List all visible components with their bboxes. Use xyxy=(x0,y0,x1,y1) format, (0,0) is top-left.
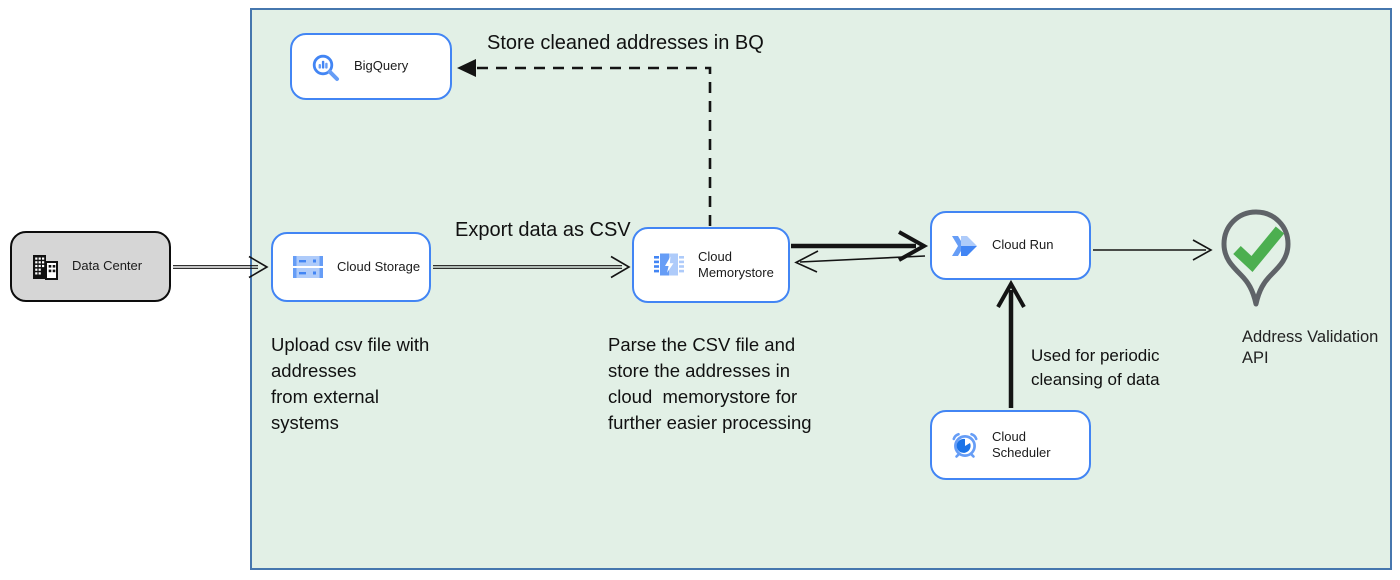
annotation-periodic-cleansing[interactable]: Used for periodic cleansing of data xyxy=(1031,346,1160,389)
connector-memorystore-to-run[interactable] xyxy=(791,230,929,262)
annotation-export-csv[interactable]: Export data as CSV xyxy=(455,219,631,241)
connector-datacenter-to-storage[interactable] xyxy=(173,255,269,279)
cloud-memorystore-label: Cloud Memorystore xyxy=(698,248,774,280)
bigquery-icon xyxy=(312,54,339,81)
node-cloud-scheduler[interactable]: Cloud Scheduler xyxy=(930,410,1091,480)
node-bigquery[interactable]: BigQuery xyxy=(290,33,452,100)
node-cloud-storage[interactable]: Cloud Storage xyxy=(271,232,431,302)
connector-storage-to-memorystore[interactable] xyxy=(433,255,631,279)
address-validation-label: Address Validation API xyxy=(1242,328,1379,368)
node-cloud-memorystore[interactable]: Cloud Memorystore xyxy=(632,227,790,303)
cloud-run-icon xyxy=(952,235,977,256)
connector-scheduler-to-run[interactable] xyxy=(996,279,1026,408)
map-pin-check-icon xyxy=(1221,209,1291,307)
building-icon xyxy=(33,254,58,280)
annotation-store-cleaned-bq[interactable]: Store cleaned addresses in BQ xyxy=(487,32,764,54)
memorystore-icon xyxy=(654,253,684,276)
gcp-boundary-container[interactable] xyxy=(250,8,1392,570)
data-center-label: Data Center xyxy=(72,258,143,274)
cloud-scheduler-label: Cloud Scheduler xyxy=(992,428,1051,460)
cloud-storage-label: Cloud Storage xyxy=(337,258,421,274)
cloud-storage-icon xyxy=(293,256,323,278)
annotation-parse-csv[interactable]: Parse the CSV file and store the address… xyxy=(608,334,812,433)
connector-run-to-validation[interactable] xyxy=(1093,239,1213,261)
cloud-run-label: Cloud Run xyxy=(992,237,1054,253)
node-cloud-run[interactable]: Cloud Run xyxy=(930,211,1091,280)
node-address-validation-pin[interactable] xyxy=(1217,207,1295,316)
scheduler-icon xyxy=(952,432,978,458)
bigquery-label: BigQuery xyxy=(354,58,409,74)
node-data-center[interactable]: Data Center xyxy=(10,231,171,302)
connector-memorystore-to-bigquery[interactable] xyxy=(457,59,712,226)
connector-run-to-memorystore[interactable] xyxy=(794,250,926,273)
annotation-upload-csv[interactable]: Upload csv file with addresses from exte… xyxy=(271,334,430,433)
